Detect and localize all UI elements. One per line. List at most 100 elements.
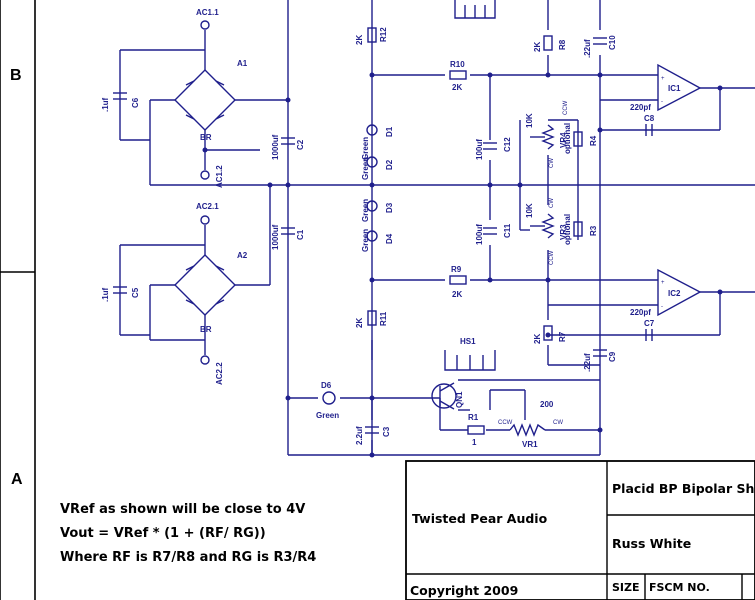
svg-text:A2: A2 — [237, 251, 248, 260]
capacitor-c10: .22uf C10 — [583, 35, 617, 58]
svg-text:R1: R1 — [468, 413, 479, 422]
capacitor-c6: .1uf C6 — [101, 92, 140, 112]
title-block-title: Placid BP Bipolar Sh — [612, 481, 754, 496]
svg-text:1000uf: 1000uf — [271, 224, 280, 250]
svg-text:2K: 2K — [355, 35, 364, 45]
svg-text:VR3: VR3 — [559, 224, 568, 240]
led-d1: Green D1 — [361, 124, 394, 160]
svg-text:.1uf: .1uf — [101, 287, 110, 302]
svg-text:R8: R8 — [558, 39, 567, 50]
title-block — [405, 460, 755, 600]
svg-text:D3: D3 — [385, 202, 394, 213]
svg-text:optional: optional — [563, 123, 572, 154]
capacitor-c8: 220pf C8 — [630, 103, 655, 136]
svg-text:C9: C9 — [608, 351, 617, 362]
svg-text:R11: R11 — [379, 311, 388, 326]
svg-text:BR: BR — [200, 133, 212, 142]
svg-text:optional: optional — [563, 214, 572, 245]
svg-text:C2: C2 — [296, 139, 305, 150]
svg-text:D1: D1 — [385, 126, 394, 137]
trimmer-vr1: 200 VR1 CCW CW — [498, 400, 563, 449]
svg-text:2K: 2K — [452, 83, 462, 92]
title-block-fscm-label: FSCM NO. — [649, 581, 710, 594]
svg-text:CW: CW — [553, 420, 563, 426]
svg-text:VR4: VR4 — [559, 132, 568, 148]
svg-text:CCW: CCW — [563, 100, 569, 115]
svg-text:C12: C12 — [503, 137, 512, 152]
resistor-r8: 2K R8 — [533, 35, 567, 52]
svg-text:VR1: VR1 — [522, 440, 538, 449]
zone-label-a: A — [11, 471, 23, 488]
opamp-ic2: + - IC2 — [657, 268, 702, 317]
trimmer-vr4: 10K VR4 CCW CW — [525, 100, 569, 168]
svg-text:1: 1 — [472, 438, 477, 447]
note-rf-rg: Where RF is R7/R8 and RG is R3/R4 — [60, 550, 316, 565]
svg-text:R3: R3 — [589, 225, 598, 236]
svg-text:2K: 2K — [533, 334, 542, 344]
resistor-r12: 2K R12 — [355, 27, 388, 45]
capacitor-c3: 2.2uf C3 — [355, 426, 391, 445]
svg-text:C11: C11 — [503, 223, 512, 238]
svg-text:Green: Green — [316, 411, 339, 420]
svg-text:10K: 10K — [525, 113, 534, 128]
drawing-frame — [0, 0, 36, 600]
resistor-r9: R9 2K — [449, 265, 467, 299]
svg-text:D2: D2 — [385, 159, 394, 170]
svg-text:R7: R7 — [558, 331, 567, 342]
svg-text:100uf: 100uf — [475, 139, 484, 160]
junction-dots — [202, 72, 723, 458]
bridge-rectifier-a2: A2 BR — [174, 251, 248, 334]
trimmer-vr3: 10K VR3 CW CCW — [525, 198, 568, 265]
svg-text:100uf: 100uf — [475, 224, 484, 245]
capacitor-c5: .1uf C5 — [101, 286, 140, 302]
capacitor-c11: 100uf C11 — [475, 223, 512, 245]
led-d6: D6 Green — [316, 381, 339, 420]
transistor-qn1: QN1 — [431, 382, 464, 410]
svg-text:200: 200 — [540, 400, 554, 409]
svg-text:R4: R4 — [589, 135, 598, 146]
svg-text:C1: C1 — [296, 229, 305, 240]
svg-text:.22uf: .22uf — [583, 39, 592, 58]
title-block-author: Russ White — [612, 536, 691, 551]
resistor-r10: R10 2K — [449, 60, 467, 92]
svg-text:C8: C8 — [644, 114, 655, 123]
svg-text:AC1.2: AC1.2 — [215, 165, 224, 188]
title-block-company: Twisted Pear Audio — [412, 511, 548, 526]
led-d2: Green D2 — [361, 156, 394, 180]
svg-text:-: - — [661, 99, 663, 105]
svg-text:2.2uf: 2.2uf — [355, 426, 364, 445]
svg-text:D4: D4 — [385, 233, 394, 244]
resistor-r3: optional R3 — [563, 214, 598, 245]
title-block-size-label: SIZE — [612, 581, 640, 594]
svg-text:220pf: 220pf — [630, 308, 651, 317]
svg-text:Green: Green — [361, 137, 370, 160]
zone-label-b: B — [10, 67, 22, 84]
ac-connector-1-1: AC1.1 — [196, 8, 219, 30]
svg-text:C6: C6 — [131, 97, 140, 108]
capacitor-c9: .22uf C9 — [583, 349, 617, 372]
svg-text:C7: C7 — [644, 319, 655, 328]
svg-text:Green: Green — [361, 229, 370, 252]
bridge-rectifier-a1: A1 BR — [174, 59, 248, 142]
svg-text:Green: Green — [361, 199, 370, 222]
svg-text:R9: R9 — [451, 265, 462, 274]
svg-text:IC1: IC1 — [668, 84, 681, 93]
svg-text:+: + — [661, 76, 665, 82]
capacitor-c2: 1000uf C2 — [271, 134, 305, 160]
svg-text:C10: C10 — [608, 35, 617, 50]
svg-text:Green: Green — [361, 157, 370, 180]
note-vref: VRef as shown will be close to 4V — [60, 502, 305, 517]
svg-text:.1uf: .1uf — [101, 97, 110, 112]
svg-text:220pf: 220pf — [630, 103, 651, 112]
capacitor-c12: 100uf C12 — [475, 137, 512, 160]
svg-text:AC2.1: AC2.1 — [196, 202, 219, 211]
svg-text:CW: CW — [549, 198, 555, 208]
led-d3: Green D3 — [361, 199, 394, 222]
svg-text:R12: R12 — [379, 27, 388, 42]
resistor-r1: R1 1 — [467, 413, 485, 447]
resistor-r4: optional R4 — [563, 123, 598, 154]
led-d4: Green D4 — [361, 229, 394, 252]
svg-text:10K: 10K — [525, 203, 534, 218]
svg-text:CCW: CCW — [498, 420, 513, 426]
